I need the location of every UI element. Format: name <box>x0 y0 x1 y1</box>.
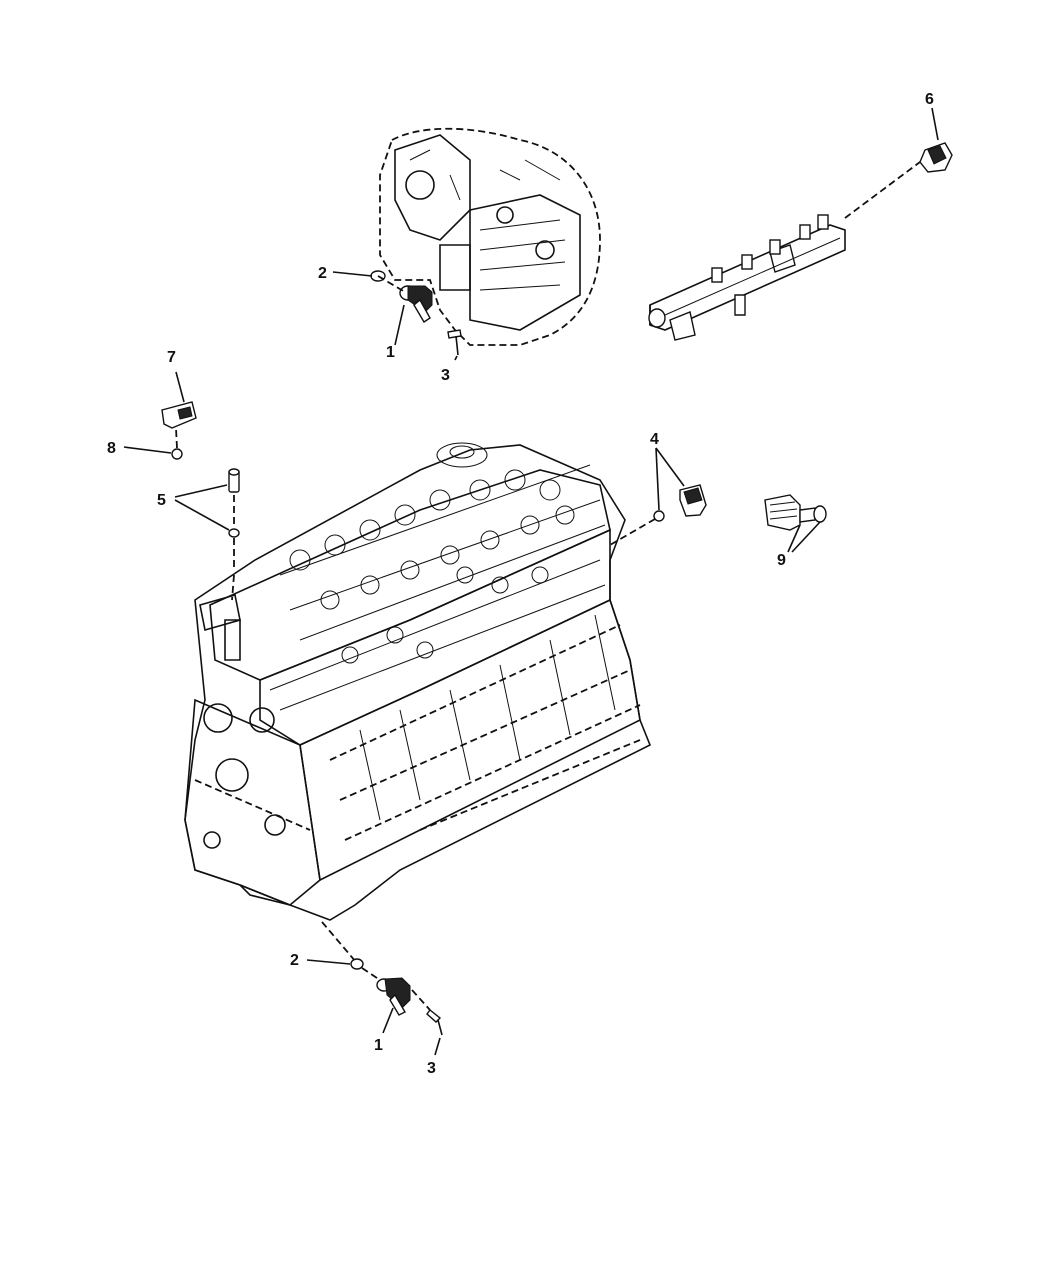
callout-1-top: 1 <box>386 344 395 361</box>
oring-part-4 <box>653 510 665 522</box>
callout-9: 9 <box>777 552 786 569</box>
engine-block <box>184 442 652 921</box>
callout-7: 7 <box>167 349 176 366</box>
callout-2-top: 2 <box>318 265 327 282</box>
sensor-part-7 <box>161 401 197 429</box>
rail-pressure-sensor-part-6 <box>919 142 953 173</box>
sensor-part-5 <box>228 468 240 538</box>
callout-3-top: 3 <box>441 367 450 384</box>
callout-4: 4 <box>650 431 659 448</box>
bolt-part-3-bottom <box>411 989 443 1036</box>
oring-part-8 <box>171 448 183 460</box>
callout-2-bottom: 2 <box>290 952 299 969</box>
bolt-part-3-top <box>447 329 462 356</box>
front-cover-assembly <box>379 127 601 346</box>
callout-6: 6 <box>925 91 934 108</box>
sensor-part-4 <box>679 484 707 517</box>
sensor-part-1-top <box>399 285 433 323</box>
callout-1-bottom: 1 <box>374 1037 383 1054</box>
callout-8: 8 <box>107 440 116 457</box>
callout-3-bottom: 3 <box>427 1060 436 1077</box>
fuel-rail <box>648 214 846 341</box>
oring-part-2-bottom <box>350 958 364 970</box>
callout-5: 5 <box>157 492 166 509</box>
sensor-part-1-bottom <box>376 977 411 1016</box>
